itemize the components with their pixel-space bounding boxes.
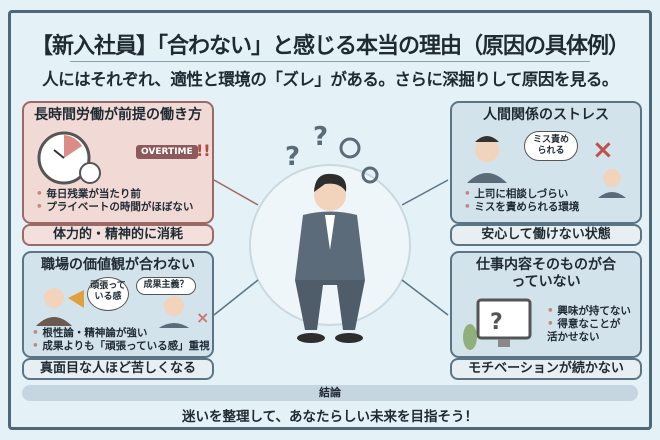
svg-text:?: ? (490, 310, 503, 335)
page-title: 【新入社員】「合わない」と感じる本当の理由（原因の具体例） (30, 34, 630, 59)
bullet-item: 成果よりも「頑張っている感」重視 (32, 340, 209, 353)
overtime-sign: OVERTIME (136, 145, 198, 159)
bullet-item: 得意なことが活かせない (547, 318, 627, 344)
panel-heading: 人間関係のストレス (483, 107, 609, 123)
panel-footer: モチベーションが続かない (450, 358, 642, 380)
bullet-item: 毎日残業が当たり前 (36, 188, 193, 201)
speech-bubble: 成果主義？ (136, 277, 196, 295)
svg-text:×: × (196, 308, 209, 327)
bullet-list: 興味が持てない 得意なことが活かせない (547, 305, 631, 344)
panel-heading: 長時間労働が前提の働き方 (34, 107, 202, 123)
conclusion-label: 結論 (22, 385, 638, 401)
frame (8, 10, 652, 430)
clock-icon (37, 131, 101, 185)
panel-heading: 職場の価値観が合わない (41, 257, 195, 273)
svg-text:?: ? (313, 122, 328, 152)
conclusion-text: 迷いを整理して、あなたらしい未来を目指そう！ (182, 409, 478, 425)
speech-bubble: 頑張っている感 (87, 277, 129, 311)
worried-employee-illustration: ? ? (285, 122, 379, 343)
bullet-list: 上司に相談しづらい ミスを責められる環境 (464, 188, 579, 214)
bullet-item: 上司に相談しづらい (464, 188, 579, 201)
svg-text:×: × (592, 135, 614, 165)
bullet-list: 毎日残業が当たり前 プライベートの時間がほぼない (36, 188, 193, 214)
boss-and-employee-icons: × (36, 288, 209, 328)
panel-footer: 安心して働けない状態 (450, 224, 642, 246)
svg-text:?: ? (285, 142, 300, 172)
exclamation-icon: !! (196, 141, 211, 160)
panel-long-hours: 長時間労働が前提の働き方 OVERTIME !! 毎日残業が当たり前 プライベー… (22, 101, 214, 224)
panel-job-content: 仕事内容そのものが合っていない ? 興味が持てない 得意なことが活かせない (450, 251, 642, 358)
bullet-item: 興味が持てない (547, 305, 631, 318)
bullet-item: プライベートの時間がほぼない (36, 201, 193, 214)
computer-monitor-icon: ? (463, 298, 532, 350)
bullet-list: 根性論・精神論が強い 成果よりも「頑張っている感」重視 (32, 327, 210, 353)
bullet-item: ミスを責められる環境 (464, 201, 579, 214)
angry-boss-and-employee-icons: × (467, 135, 626, 198)
bullet-item: 根性論・精神論が強い (32, 327, 210, 340)
panel-relationships: 人間関係のストレス ミス責められる × 上司に相談しづらい ミスを責められる環境 (450, 101, 642, 224)
divider (70, 61, 590, 62)
panel-footer: 真面目な人ほど苦しくなる (22, 358, 214, 380)
panel-heading: 仕事内容そのものが合っていない (476, 257, 616, 290)
speech-bubble: ミス責められる (524, 131, 578, 161)
subtitle: 人にはそれぞれ、適性と環境の「ズレ」がある。さらに深掘りして原因を見る。 (42, 70, 618, 89)
panel-footer: 体力的・精神的に消耗 (22, 224, 214, 246)
panel-workplace-values: 職場の価値観が合わない 頑張っている感 成果主義？ × 根性論・精神論が強い 成… (22, 251, 214, 358)
